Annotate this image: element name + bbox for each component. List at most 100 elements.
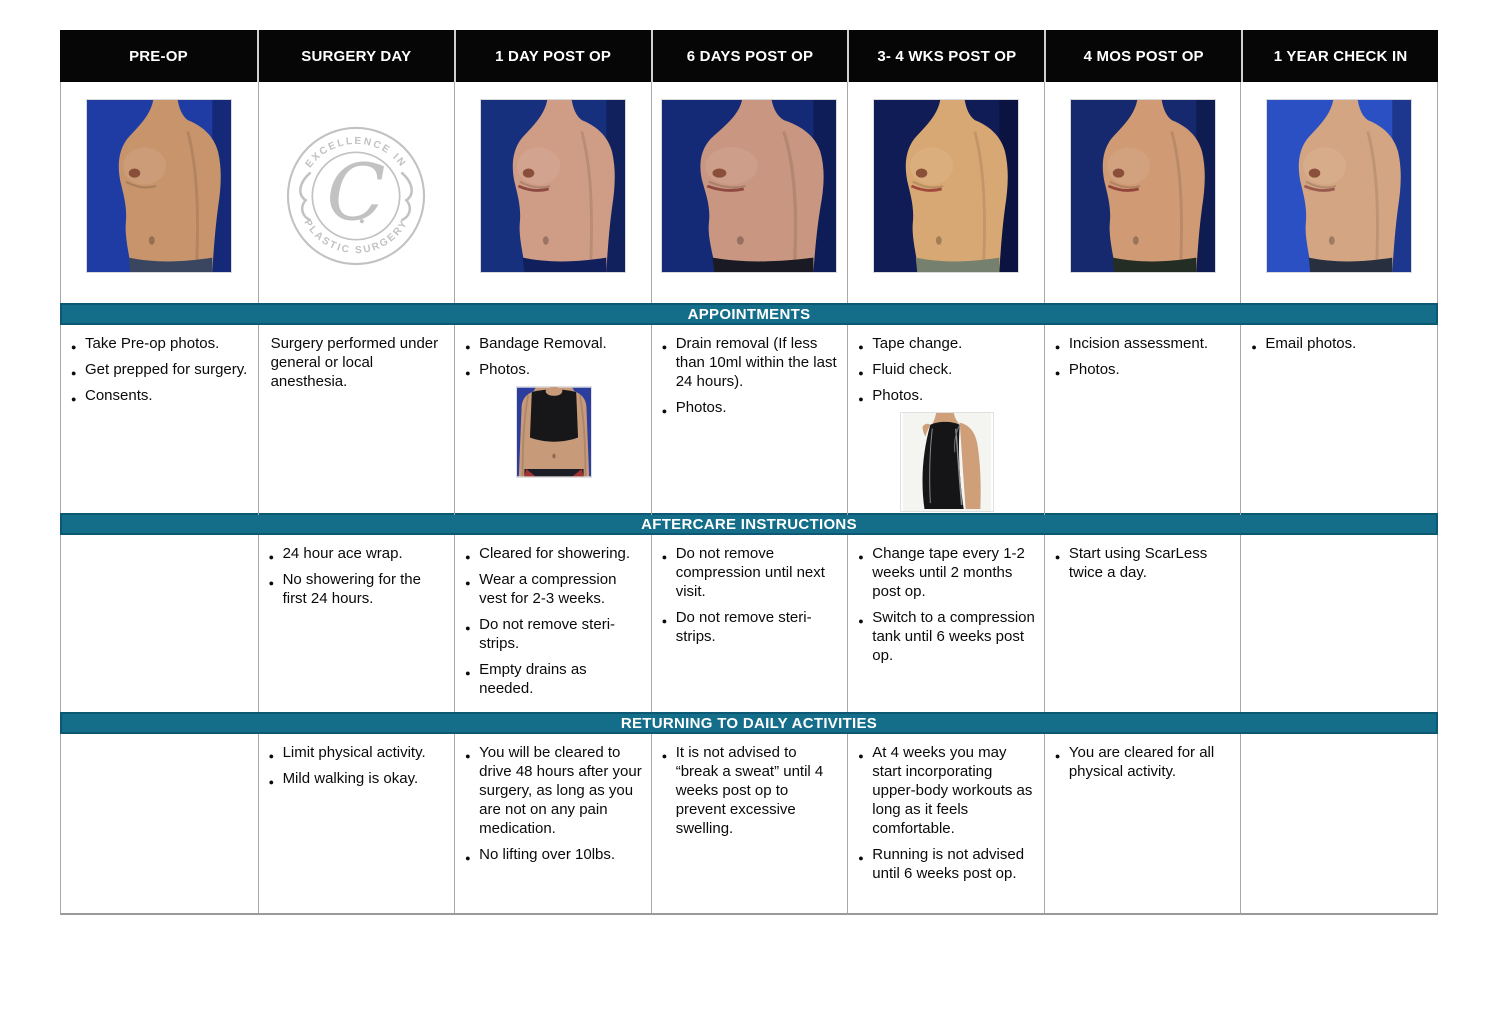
bullet-item: You are cleared for all physical activit… bbox=[1055, 743, 1233, 781]
column-header-3-4-wks-post-op: 3- 4 WKS POST OP bbox=[847, 30, 1045, 82]
photo-cell-3-4-wks bbox=[847, 82, 1044, 303]
appointments-cell-6-days: Drain removal (If less than 10ml within … bbox=[650, 325, 848, 515]
aftercare-banner-label: AFTERCARE INSTRUCTIONS bbox=[641, 515, 857, 533]
patient-photo-1-year bbox=[1267, 100, 1412, 272]
column-header-6-days-post-op: 6 DAYS POST OP bbox=[650, 30, 848, 82]
activities-cell-1-year bbox=[1240, 734, 1437, 913]
bullet-item: At 4 weeks you may start incorporating u… bbox=[858, 743, 1036, 838]
bullet-list: Change tape every 1-2 weeks until 2 mont… bbox=[858, 544, 1036, 665]
appointments-cell-4-mos: Incision assessment.Photos. bbox=[1043, 325, 1241, 515]
photo-cell-surgery-day: EXCELLENCE IN PLASTIC SURGERY C bbox=[257, 82, 455, 303]
activities-row: Limit physical activity. Mild walking is … bbox=[60, 734, 1438, 915]
bullet-item: Email photos. bbox=[1251, 334, 1429, 357]
bullet-item: No showering for the first 24 hours. bbox=[269, 570, 447, 608]
bullet-item: Photos. bbox=[1055, 360, 1233, 383]
bullet-list: Tape change.Fluid check.Photos. bbox=[858, 334, 1036, 409]
photo-cell-6-days bbox=[650, 82, 848, 303]
patient-torso-illustration bbox=[874, 100, 1019, 272]
activities-cell-4-mos: You are cleared for all physical activit… bbox=[1043, 734, 1241, 913]
column-header-1-day-post-op: 1 DAY POST OP bbox=[453, 30, 651, 82]
patient-photo-4-mos bbox=[1070, 100, 1215, 272]
patient-photo-3-4-wks bbox=[874, 100, 1019, 272]
patient-torso-illustration bbox=[1070, 100, 1215, 272]
activities-banner-label: RETURNING TO DAILY ACTIVITIES bbox=[620, 714, 878, 732]
bullet-item: Bandage Removal. bbox=[465, 334, 643, 357]
bullet-item: Fluid check. bbox=[858, 360, 1036, 383]
bullet-item: It is not advised to “break a sweat” unt… bbox=[662, 743, 840, 838]
bullet-list: Incision assessment.Photos. bbox=[1055, 334, 1233, 383]
appointments-cell-surgery-day: Surgery performed under general or local… bbox=[257, 325, 455, 515]
photo-cell-4-mos bbox=[1043, 82, 1241, 303]
bullet-item: Photos. bbox=[858, 386, 1036, 409]
appointments-cell-pre-op: Take Pre-op photos. Get prepped for surge… bbox=[61, 325, 258, 515]
bullet-item: Limit physical activity. bbox=[269, 743, 447, 766]
bullet-item: Do not remove compression until next vis… bbox=[662, 544, 840, 601]
logo-monogram: C bbox=[327, 149, 386, 239]
header-row: PRE-OP SURGERY DAY 1 DAY POST OP 6 DAYS … bbox=[60, 30, 1438, 82]
bullet-list: At 4 weeks you may start incorporating u… bbox=[858, 743, 1036, 883]
aftercare-cell-pre-op bbox=[61, 535, 258, 712]
logo-right-figure bbox=[400, 171, 414, 222]
column-header-4-mos-post-op: 4 MOS POST OP bbox=[1044, 30, 1242, 82]
bullet-item: Drain removal (If less than 10ml within … bbox=[662, 334, 840, 391]
bullet-item: Consents. bbox=[71, 386, 250, 409]
photo-cell-1-day bbox=[454, 82, 651, 303]
bullet-item: Cleared for showering. bbox=[465, 544, 643, 567]
photo-cell-pre-op bbox=[61, 82, 258, 303]
bullet-item: You will be cleared to drive 48 hours af… bbox=[465, 743, 643, 838]
bullet-list: Cleared for showering. Wear a compression… bbox=[465, 544, 643, 698]
bullet-item: Running is not advised until 6 weeks pos… bbox=[858, 845, 1036, 883]
appointments-cell-1-day: Bandage Removal. Photos. bbox=[454, 325, 651, 515]
photo-row: EXCELLENCE IN PLASTIC SURGERY C bbox=[60, 82, 1438, 303]
appointments-row: Take Pre-op photos. Get prepped for surge… bbox=[60, 325, 1438, 515]
bullet-item: Take Pre-op photos. bbox=[71, 334, 250, 357]
patient-photo-pre-op bbox=[87, 100, 232, 272]
activities-cell-pre-op bbox=[61, 734, 258, 913]
appointments-banner: APPOINTMENTS bbox=[60, 303, 1438, 325]
bullet-list: Limit physical activity. Mild walking is … bbox=[269, 743, 447, 792]
column-header-1-year-check-in: 1 YEAR CHECK IN bbox=[1241, 30, 1438, 82]
aftercare-banner: AFTERCARE INSTRUCTIONS bbox=[60, 513, 1438, 535]
compression-tank-photo bbox=[858, 413, 1036, 511]
appointments-cell-3-4-wks: Tape change.Fluid check.Photos. bbox=[847, 325, 1044, 515]
aftercare-cell-surgery-day: 24 hour ace wrap. No showering for the fi… bbox=[257, 535, 455, 712]
patient-torso-illustration bbox=[662, 100, 837, 272]
activities-cell-1-day: You will be cleared to drive 48 hours af… bbox=[454, 734, 651, 913]
bullet-item: Empty drains as needed. bbox=[465, 660, 643, 698]
plastic-surgery-logo: EXCELLENCE IN PLASTIC SURGERY C bbox=[272, 112, 440, 280]
patient-torso-illustration bbox=[1267, 100, 1412, 272]
bullet-item: No lifting over 10lbs. bbox=[465, 845, 643, 868]
bullet-item: Do not remove steri-strips. bbox=[662, 608, 840, 646]
bullet-item: Change tape every 1-2 weeks until 2 mont… bbox=[858, 544, 1036, 601]
logo-left-figure bbox=[299, 171, 312, 222]
aftercare-cell-4-mos: Start using ScarLess twice a day. bbox=[1043, 535, 1241, 712]
appointments-cell-1-year: Email photos. bbox=[1240, 325, 1437, 515]
bullet-item: 24 hour ace wrap. bbox=[269, 544, 447, 567]
bullet-list: Bandage Removal. Photos. bbox=[465, 334, 643, 383]
activities-cell-6-days: It is not advised to “break a sweat” unt… bbox=[650, 734, 848, 913]
aftercare-cell-1-year bbox=[1240, 535, 1437, 712]
bullet-list: 24 hour ace wrap. No showering for the fi… bbox=[269, 544, 447, 608]
patient-torso-illustration bbox=[480, 100, 625, 272]
bullet-item: Photos. bbox=[662, 398, 840, 421]
bullet-list: Drain removal (If less than 10ml within … bbox=[662, 334, 840, 421]
bullet-item: Get prepped for surgery. bbox=[71, 360, 250, 383]
bullet-item: Start using ScarLess twice a day. bbox=[1055, 544, 1233, 582]
patient-photo-6-days bbox=[662, 100, 837, 272]
bullet-list: Do not remove compression until next vis… bbox=[662, 544, 840, 646]
bullet-item: Mild walking is okay. bbox=[269, 769, 447, 792]
bullet-list: It is not advised to “break a sweat” unt… bbox=[662, 743, 840, 838]
bullet-item: Wear a compression vest for 2-3 weeks. bbox=[465, 570, 643, 608]
bullet-item: Do not remove steri-strips. bbox=[465, 615, 643, 653]
bullet-item: Switch to a compression tank until 6 wee… bbox=[858, 608, 1036, 665]
compression-vest-photo bbox=[465, 387, 643, 477]
activities-cell-surgery-day: Limit physical activity. Mild walking is … bbox=[257, 734, 455, 913]
bullet-item: Photos. bbox=[465, 360, 643, 383]
patient-photo-1-day bbox=[480, 100, 625, 272]
aftercare-row: 24 hour ace wrap. No showering for the fi… bbox=[60, 535, 1438, 712]
bullet-list: You are cleared for all physical activit… bbox=[1055, 743, 1233, 781]
appointments-banner-label: APPOINTMENTS bbox=[687, 305, 811, 323]
aftercare-cell-3-4-wks: Change tape every 1-2 weeks until 2 mont… bbox=[847, 535, 1044, 712]
recovery-timeline-table: PRE-OP SURGERY DAY 1 DAY POST OP 6 DAYS … bbox=[60, 30, 1438, 915]
patient-torso-illustration bbox=[87, 100, 232, 272]
